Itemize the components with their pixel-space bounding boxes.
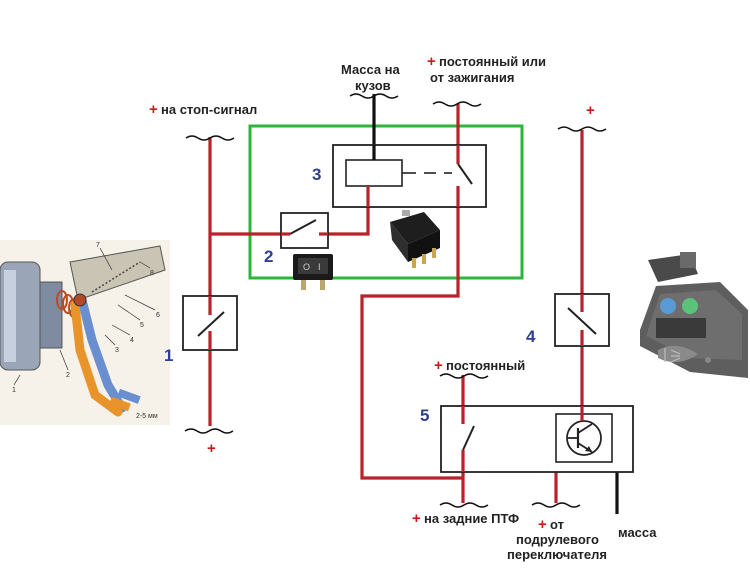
plus-sign: +	[434, 357, 443, 374]
pedal-part-number: 4	[130, 337, 134, 344]
pedal-part-number: 6	[156, 312, 160, 319]
switch-2: 2	[264, 212, 329, 266]
pedal-part-number: 2	[66, 372, 70, 379]
switch-4: 4	[526, 293, 610, 347]
rocker-switch-photo-icon: O I	[293, 254, 333, 290]
label-from-stalk-2: подрулевого	[516, 532, 599, 547]
svg-text:O: O	[303, 262, 310, 272]
label-constant-or-ignition-1: постоянный или	[439, 54, 546, 69]
label-constant: постоянный	[446, 358, 525, 373]
transistor-symbol-icon	[566, 420, 602, 456]
plus-sign: +	[538, 516, 547, 533]
labels: + на стоп-сигнал Масса на кузов + постоя…	[149, 53, 657, 562]
pedal-part-number: 7	[96, 242, 100, 249]
label-from-stalk-1: от	[550, 517, 564, 532]
relay-3: 3	[312, 144, 487, 208]
switch-1: 1	[164, 295, 238, 365]
label-rear-fog: на задние ПТФ	[424, 511, 519, 526]
svg-text:I: I	[318, 262, 321, 272]
pedal-part-number: 1	[12, 387, 16, 394]
plus-sign: +	[207, 440, 216, 457]
label-mass-body-1: Масса на	[341, 62, 401, 77]
label-ground: масса	[618, 525, 657, 540]
plus-sign: +	[149, 101, 158, 118]
pedal-part-number: 5	[140, 322, 144, 329]
fog-light-button-photo-icon	[640, 252, 748, 378]
component-number-4: 4	[526, 327, 536, 346]
pedal-part-number: 8	[150, 270, 154, 277]
component-number-3: 3	[312, 165, 321, 184]
label-constant-or-ignition-2: от зажигания	[430, 70, 514, 85]
relay-photo-icon	[390, 210, 440, 268]
plus-sign: +	[586, 102, 595, 119]
pedal-assembly-image: 7 8 1 2 3 4 5 6 2-5 мм	[0, 240, 170, 425]
plus-sign: +	[427, 53, 436, 70]
component-number-2: 2	[264, 247, 273, 266]
label-stop-signal: на стоп-сигнал	[161, 102, 257, 117]
component-number-5: 5	[420, 406, 429, 425]
plus-sign: +	[412, 510, 421, 527]
block-5: 5	[420, 405, 634, 473]
label-mass-body-2: кузов	[355, 78, 391, 93]
component-number-1: 1	[164, 346, 173, 365]
label-from-stalk-3: переключателя	[507, 547, 607, 562]
pedal-part-number: 3	[115, 347, 119, 354]
pedal-dimension: 2-5 мм	[136, 413, 158, 420]
relay-block-outline	[248, 124, 524, 280]
